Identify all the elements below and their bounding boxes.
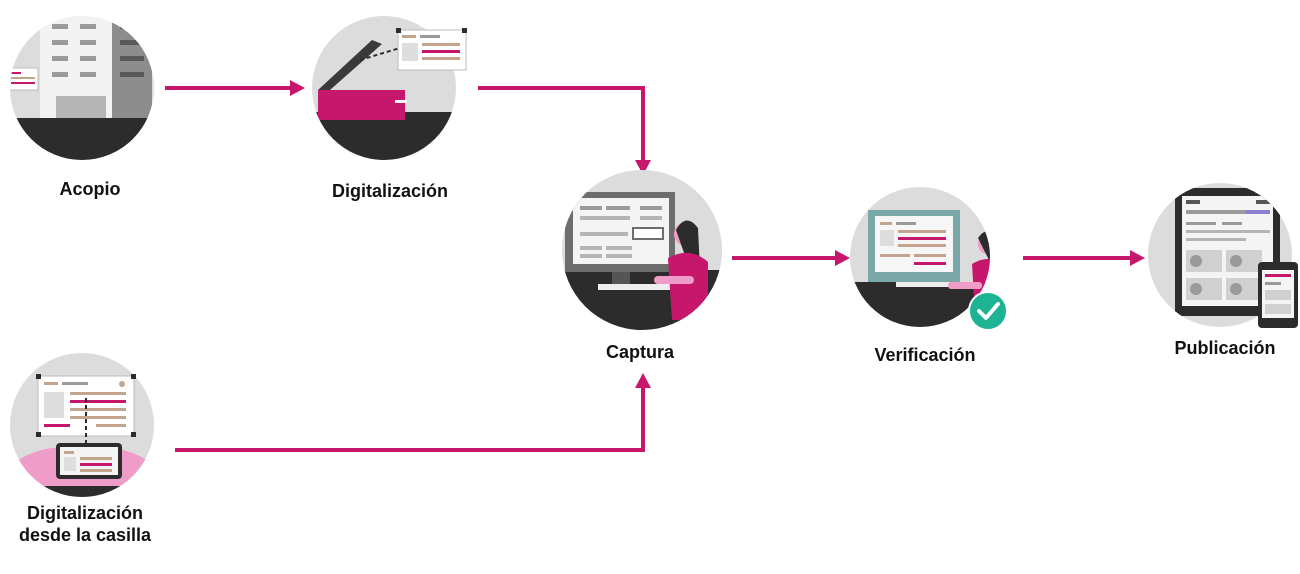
stage-label-acopio: Acopio — [59, 179, 121, 199]
arrow-verificacion-to-publicacion — [1023, 250, 1145, 266]
arrow-digitalizacion-to-captura — [478, 86, 651, 175]
connectors — [165, 80, 1145, 452]
scanner-icon — [312, 16, 467, 160]
phone-scan-icon — [10, 353, 154, 497]
tablet-phone-icon — [1148, 183, 1298, 328]
computer-operator-icon — [562, 170, 722, 330]
stage-label-digitalizacion: Digitalización — [331, 181, 448, 201]
arrow-acopio-to-digitalizacion — [165, 80, 305, 96]
stage-label-casilla: Digitalización desde la casilla — [0, 502, 170, 546]
stage-label-verificacion: Verificación — [874, 345, 976, 365]
arrow-captura-to-verificacion — [732, 250, 850, 266]
stage-label-casilla-line2: desde la casilla — [18, 525, 152, 545]
stage-label-casilla-line1: Digitalización — [26, 503, 143, 523]
building-icon — [10, 16, 154, 160]
arrow-casilla-to-captura — [175, 373, 651, 452]
verification-operator-icon — [850, 187, 1008, 331]
stage-label-publicacion: Publicación — [1174, 338, 1276, 358]
stage-label-captura: Captura — [605, 342, 674, 362]
